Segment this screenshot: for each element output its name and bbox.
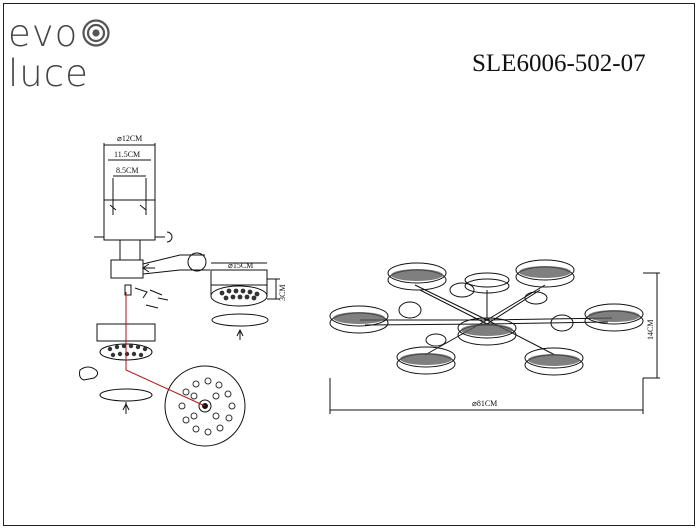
dim-mid-width: 11.5CM	[114, 150, 140, 159]
chandelier-shading	[333, 266, 640, 366]
mount-detail	[79, 143, 280, 447]
dim-inner-width: 8.5CM	[116, 166, 138, 175]
brand-logo: evo luce	[8, 14, 118, 98]
logo-line-2: luce	[8, 52, 89, 95]
assembly-guide-lines	[125, 292, 206, 407]
chandelier-view	[329, 259, 660, 414]
dim-lamp-height: 3CM	[278, 285, 287, 301]
led-ring	[178, 377, 236, 436]
dim-lamp-diameter: ⌀15CM	[228, 261, 253, 270]
dim-total-diameter: ⌀81CM	[472, 399, 497, 408]
model-number: SLE6006-502-07	[472, 50, 646, 77]
dim-top-diameter: ⌀12CM	[117, 134, 142, 143]
drawing-frame	[3, 3, 695, 526]
logo-ring-icon	[82, 19, 110, 47]
dim-total-height: 14CM	[646, 320, 655, 340]
led-pattern	[107, 288, 260, 358]
logo-line-1: evo	[8, 12, 79, 55]
